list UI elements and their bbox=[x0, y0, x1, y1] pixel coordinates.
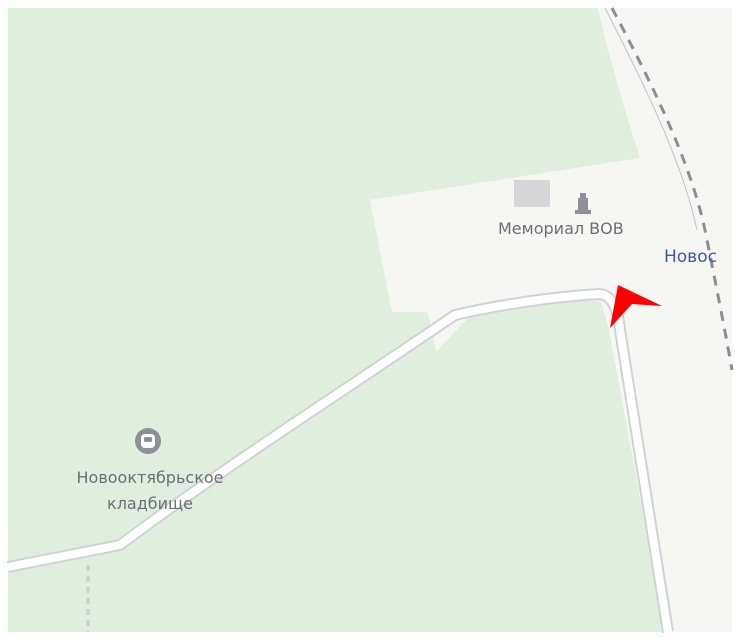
cemetery-label-line1[interactable]: Новооктябрьское bbox=[76, 468, 224, 487]
railway-edge bbox=[604, 7, 698, 231]
station-label[interactable]: Новос bbox=[664, 247, 717, 267]
cemetery-icon[interactable] bbox=[135, 428, 161, 454]
memorial-label[interactable]: Мемориал ВОВ bbox=[498, 219, 624, 238]
monument-icon[interactable] bbox=[575, 193, 591, 214]
memorial-plaza bbox=[370, 158, 668, 352]
pointer-arrow-icon bbox=[610, 285, 662, 328]
road bbox=[7, 290, 672, 633]
cemetery-label-line2[interactable]: кладбище bbox=[107, 494, 193, 513]
building bbox=[514, 180, 550, 207]
park-area bbox=[8, 8, 665, 632]
